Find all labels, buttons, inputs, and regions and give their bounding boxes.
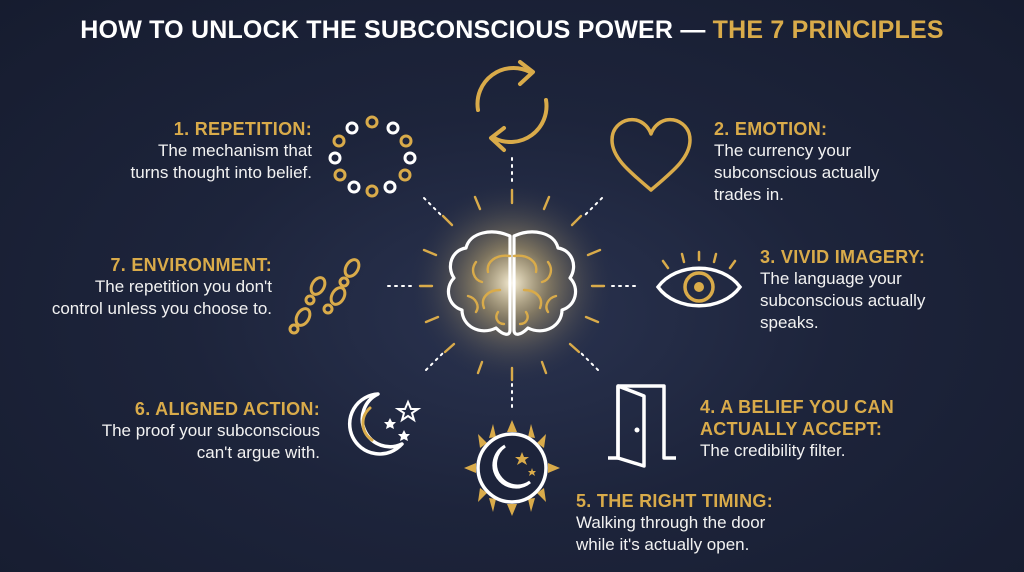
principle-7: 7. ENVIRONMENT: The repetition you don't… xyxy=(52,254,272,320)
connectors xyxy=(387,157,641,411)
principle-5-line-1: Walking through the door xyxy=(576,513,766,532)
principle-7-line-2: control unless you choose to. xyxy=(51,299,272,318)
principle-2-heading: 2. EMOTION: xyxy=(714,119,828,139)
principle-3-line-3: speaks. xyxy=(760,313,819,332)
principle-1: 1. REPETITION: The mechanism that turns … xyxy=(131,118,312,184)
principle-4: 4. A BELIEF YOU CAN ACTUALLY ACCEPT: The… xyxy=(700,396,894,462)
principle-4-heading-line-2: ACTUALLY ACCEPT: xyxy=(700,419,883,439)
principle-6: 6. ALIGNED ACTION: The proof your subcon… xyxy=(102,398,320,464)
principle-2-line-1: The currency your xyxy=(714,141,851,160)
brain-icon xyxy=(446,230,578,336)
sun-moon-icon xyxy=(464,420,560,516)
principle-7-line-1: The repetition you don't xyxy=(94,277,272,296)
principle-7-heading: 7. ENVIRONMENT: xyxy=(110,255,272,275)
principle-5: 5. THE RIGHT TIMING: Walking through the… xyxy=(576,490,773,556)
principle-6-line-2: can't argue with. xyxy=(196,443,320,462)
principle-6-line-1: The proof your subconscious xyxy=(101,421,320,440)
principle-6-heading: 6. ALIGNED ACTION: xyxy=(134,399,320,419)
center-glow xyxy=(407,178,617,388)
eye-icon xyxy=(655,250,743,308)
title-main: HOW TO UNLOCK THE SUBCONSCIOUS POWER xyxy=(80,16,674,44)
circle-dots-icon xyxy=(328,115,417,198)
principle-2: 2. EMOTION: The currency your subconscio… xyxy=(714,118,879,206)
title-dash: — xyxy=(680,16,706,44)
principle-3-heading: 3. VIVID IMAGERY: xyxy=(760,247,926,267)
principle-2-line-3: trades in. xyxy=(714,185,784,204)
principle-1-line-1: The mechanism that xyxy=(157,141,312,160)
door-icon xyxy=(608,384,676,468)
moon-stars-icon xyxy=(347,392,422,456)
center-rays xyxy=(418,188,606,382)
principle-1-heading: 1. REPETITION: xyxy=(173,119,312,139)
principle-4-heading-line-1: 4. A BELIEF YOU CAN xyxy=(700,397,895,417)
principle-3-line-1: The language your xyxy=(760,269,902,288)
principle-4-line-1: The credibility filter. xyxy=(700,441,846,460)
principle-5-heading: 5. THE RIGHT TIMING: xyxy=(576,491,773,511)
principle-1-line-2: turns thought into belief. xyxy=(130,163,312,182)
page-title: HOW TO UNLOCK THE SUBCONSCIOUS POWER — T… xyxy=(0,16,1024,45)
principle-2-line-2: subconscious actually xyxy=(714,163,880,182)
cycle-arrows-icon xyxy=(475,60,549,152)
footsteps-icon xyxy=(288,258,361,335)
principle-3: 3. VIVID IMAGERY: The language your subc… xyxy=(760,246,925,334)
title-highlight: THE 7 PRINCIPLES xyxy=(712,16,944,44)
heart-icon xyxy=(610,117,692,192)
principle-3-line-2: subconscious actually xyxy=(760,291,926,310)
principle-5-line-2: while it's actually open. xyxy=(576,535,750,554)
